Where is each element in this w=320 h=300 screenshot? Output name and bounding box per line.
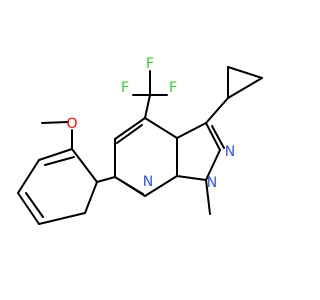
bond: [144, 94, 151, 119]
bond: [17, 159, 40, 194]
fluorine-atom-label: F: [169, 80, 177, 96]
fluorine-atom-label: F: [146, 56, 154, 72]
bond: [176, 175, 207, 181]
atom-labels: F F F O N N N: [66, 56, 235, 191]
bond: [38, 212, 86, 225]
nitrogen-atom-label: N: [207, 175, 217, 191]
fluorine-atom-label: F: [121, 80, 129, 96]
bond: [71, 148, 98, 183]
bond: [116, 124, 143, 144]
nitrogen-atom-label: N: [143, 174, 153, 190]
bond: [205, 179, 211, 215]
bond: [205, 122, 221, 151]
bond: [144, 117, 178, 139]
structure-svg: F F F O N N N: [17, 56, 263, 225]
bond: [96, 176, 116, 183]
bond: [227, 77, 263, 99]
molecule-diagram: F F F O N N N: [17, 56, 263, 225]
bond: [17, 192, 40, 225]
bond: [211, 125, 225, 149]
bond: [44, 156, 75, 166]
bonds: [17, 66, 263, 225]
bond: [119, 179, 144, 195]
bond: [25, 192, 44, 218]
oxygen-atom-label: O: [66, 116, 77, 132]
nitrogen-atom-label: N: [225, 144, 235, 160]
bond: [41, 121, 69, 124]
bond: [38, 148, 73, 161]
bond: [144, 175, 178, 197]
bond: [114, 117, 146, 140]
bond: [84, 181, 98, 214]
bond: [176, 122, 207, 139]
bond: [205, 97, 229, 124]
bond: [227, 66, 263, 79]
bond: [205, 149, 221, 181]
